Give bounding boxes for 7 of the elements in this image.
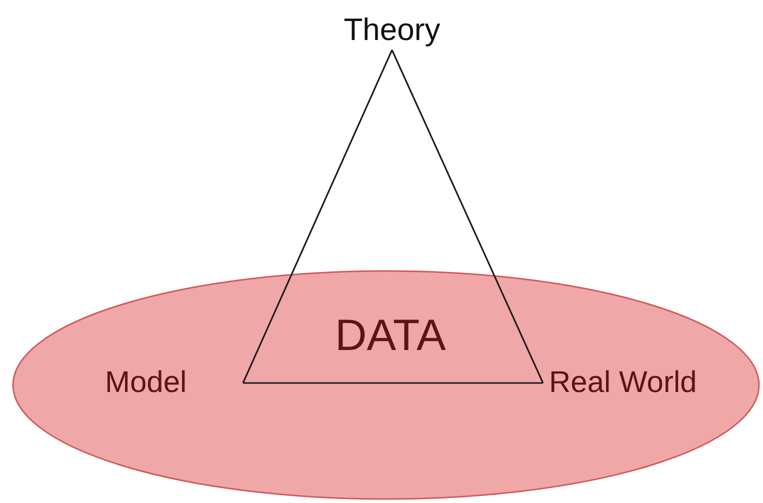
triangle-side xyxy=(391,50,544,384)
vertex-label: Real World xyxy=(549,368,697,398)
triangle-side xyxy=(242,50,393,384)
vertex-label: Model xyxy=(105,368,187,398)
ellipse-label: DATA xyxy=(335,314,446,358)
triangle-side xyxy=(243,382,543,384)
vertex-label: Theory xyxy=(344,14,440,44)
